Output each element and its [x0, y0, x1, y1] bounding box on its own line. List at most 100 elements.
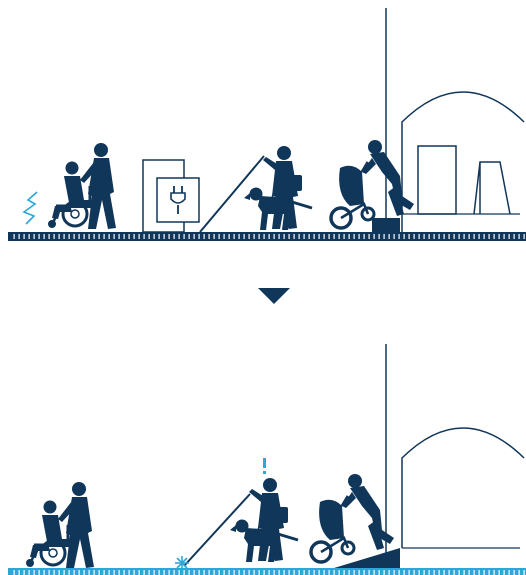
cobble-joint [394, 570, 395, 575]
cobble-joint [59, 234, 60, 239]
cobble-joint [89, 570, 90, 575]
cobble-joint [514, 234, 515, 239]
cobble-joint [349, 234, 350, 239]
cobble-joint [394, 234, 395, 239]
sidewalk-base [8, 232, 526, 241]
cobble-joint [294, 234, 295, 239]
cobble-joint [459, 570, 460, 575]
cobble-joint [194, 234, 195, 239]
cobble-joint [19, 234, 20, 239]
cobble-joint [374, 234, 375, 239]
cobble-joint [424, 234, 425, 239]
cobble-joint [164, 570, 165, 575]
cobble-joint [484, 234, 485, 239]
shop-sign [474, 162, 510, 214]
cobble-joint [459, 234, 460, 239]
cobble-joint [504, 570, 505, 575]
cobble-joint [324, 570, 325, 575]
cobble-joint [129, 234, 130, 239]
cobble-joint [89, 234, 90, 239]
sidewalk-base [8, 568, 526, 575]
cobble-joint [49, 234, 50, 239]
scene-before [8, 8, 526, 241]
cobble-joint [264, 570, 265, 575]
cobble-joint [184, 570, 185, 575]
cobble-joint [284, 234, 285, 239]
cobble-joint [409, 570, 410, 575]
cobble-joint [444, 234, 445, 239]
cobble-joint [519, 234, 520, 239]
cobble-joint [494, 234, 495, 239]
blind-person-with-guide-dog [230, 478, 298, 562]
cobble-joint [144, 234, 145, 239]
cobble-joint [284, 570, 285, 575]
cobble-joint [44, 234, 45, 239]
cobble-joint [504, 234, 505, 239]
cobble-joint [259, 234, 260, 239]
cobble-joint [104, 234, 105, 239]
cobble-joint [254, 570, 255, 575]
cobble-joint [224, 570, 225, 575]
cobble-joint [259, 570, 260, 575]
cobble-joint [514, 570, 515, 575]
cobble-joint [484, 570, 485, 575]
cobble-joint [364, 234, 365, 239]
cobble-joint [159, 570, 160, 575]
cobble-joint [239, 570, 240, 575]
cobble-joint [119, 570, 120, 575]
cobble-joint [309, 234, 310, 239]
cobble-joint [519, 570, 520, 575]
cobble-joint [449, 570, 450, 575]
cobble-joint [169, 234, 170, 239]
cobble-joint [479, 234, 480, 239]
cobble-joint [429, 234, 430, 239]
cobble-joint [99, 570, 100, 575]
cobble-joint [404, 570, 405, 575]
cobble-joint [59, 570, 60, 575]
cobble-joint [159, 234, 160, 239]
cobble-joint [449, 234, 450, 239]
cobble-joint [489, 570, 490, 575]
cobble-joint [509, 570, 510, 575]
cobble-joint [369, 234, 370, 239]
cobble-joint [39, 234, 40, 239]
cobble-joint [299, 570, 300, 575]
cobble-joint [149, 234, 150, 239]
cobble-joint [439, 234, 440, 239]
cobble-joint [14, 570, 15, 575]
cobble-joint [489, 234, 490, 239]
cobble-joint [414, 570, 415, 575]
cobble-joint [74, 234, 75, 239]
cobble-joint [14, 234, 15, 239]
door [418, 146, 456, 214]
cobble-joint [199, 234, 200, 239]
cobble-joint [359, 234, 360, 239]
cobble-joint [324, 234, 325, 239]
spark-icon [175, 556, 189, 570]
cobble-joint [204, 570, 205, 575]
cobble-joint [244, 234, 245, 239]
cobble-joint [139, 570, 140, 575]
cobble-joint [189, 570, 190, 575]
cobble-joint [109, 570, 110, 575]
cobble-joint [409, 234, 410, 239]
cobble-joint [464, 570, 465, 575]
blind-person-with-guide-dog [244, 146, 312, 230]
cobble-joint [114, 570, 115, 575]
cobble-joint [114, 234, 115, 239]
cobble-joint [374, 570, 375, 575]
cobble-joint [54, 570, 55, 575]
cobble-joint [444, 570, 445, 575]
exclamation-icon [263, 458, 266, 474]
cobble-joint [499, 234, 500, 239]
cobble-joint [289, 234, 290, 239]
person-with-stroller [311, 474, 394, 562]
cobble-joint [304, 234, 305, 239]
cobble-joint [439, 570, 440, 575]
cobble-joint [244, 570, 245, 575]
cobble-joint [64, 570, 65, 575]
cobble-joint [179, 234, 180, 239]
cobble-joint [509, 234, 510, 239]
cobble-joint [304, 570, 305, 575]
cobble-joint [229, 570, 230, 575]
